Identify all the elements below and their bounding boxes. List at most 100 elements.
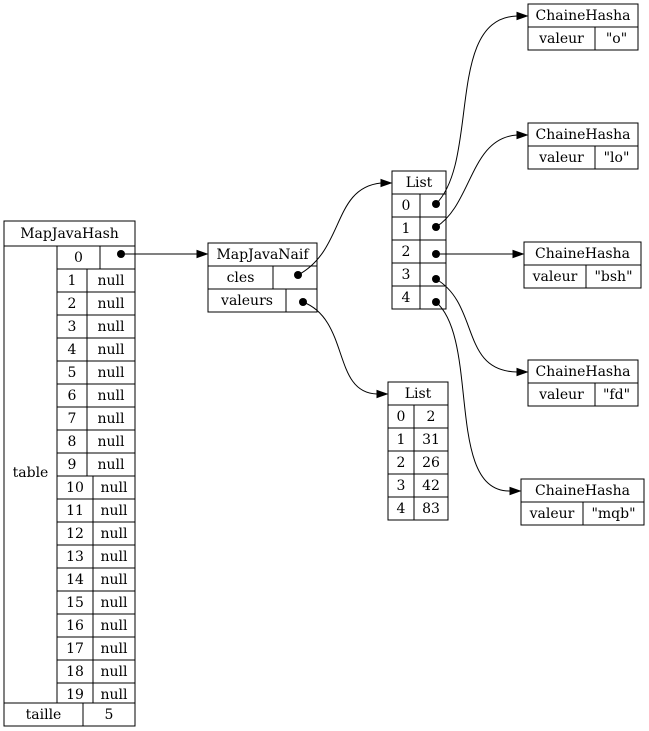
table-value: null	[101, 549, 129, 565]
chaine-label: valeur	[532, 269, 578, 285]
table-value: null	[98, 273, 126, 289]
keys-list-pointer-cell	[419, 285, 447, 310]
keys-list-title: List	[406, 175, 433, 191]
chaine-value-cell	[594, 382, 639, 407]
values-list-value: 42	[422, 478, 440, 494]
table-value: null	[98, 296, 126, 312]
table-value: null	[98, 388, 126, 404]
chaine-value: "o"	[606, 31, 627, 47]
chaine-hasha-title: ChaineHasha	[536, 364, 631, 380]
chaine-value-cell	[582, 501, 645, 526]
table-index: 12	[66, 526, 84, 542]
map-java-hash-title: MapJavaHash	[20, 226, 119, 242]
chaine-hasha-node: ChaineHasha valeur "mqb"	[520, 478, 645, 526]
values-list-value: 31	[422, 432, 440, 448]
taille-label: taille	[26, 707, 62, 723]
chaine-hasha-title: ChaineHasha	[535, 483, 630, 499]
table-index: 7	[68, 411, 77, 427]
chaine-label: valeur	[538, 150, 584, 166]
edge-key3-to-chaine-fd	[435, 278, 529, 377]
table-value: null	[98, 319, 126, 335]
edges	[121, 11, 529, 496]
edge-key1-to-chaine-lo	[435, 130, 529, 228]
table-index: 10	[66, 480, 84, 496]
values-list-title: List	[405, 386, 432, 402]
chaine-value: "fd"	[603, 387, 630, 403]
table-index: 4	[68, 342, 77, 358]
table-label-cell	[3, 245, 58, 704]
table-index: 8	[68, 434, 77, 450]
table-index: 16	[66, 618, 84, 634]
table-index: 5	[68, 365, 77, 381]
chaine-value: "lo"	[604, 150, 630, 166]
table-index: 17	[66, 641, 84, 657]
table-index: 6	[68, 388, 77, 404]
chaine-value: "mqb"	[591, 506, 635, 522]
values-list-value-cell	[413, 496, 449, 521]
keys-list-index: 2	[402, 244, 411, 260]
keys-list-index: 0	[402, 198, 411, 214]
keys-list-index: 4	[402, 290, 411, 306]
table-index: 9	[68, 457, 77, 473]
values-list-index: 3	[397, 478, 406, 494]
table-value: null	[98, 411, 126, 427]
table-value: null	[101, 618, 129, 634]
values-list-index: 4	[397, 501, 406, 517]
chaine-label: valeur	[529, 506, 575, 522]
table-index: 0	[74, 250, 83, 266]
table-index: 2	[68, 296, 77, 312]
table-index: 18	[66, 664, 84, 680]
table-label: table	[13, 465, 49, 481]
table-value: null	[98, 365, 126, 381]
keys-list-node: List 0 1 2 3 4	[391, 170, 447, 310]
values-list-value: 83	[422, 501, 440, 517]
values-list-value: 2	[427, 409, 436, 425]
table-index: 19	[66, 687, 84, 703]
values-list-index: 1	[397, 432, 406, 448]
keys-list-rows: 0 1 2 3 4	[391, 193, 447, 310]
table-index: 1	[68, 273, 77, 289]
valeurs-label: valeurs	[220, 293, 273, 309]
edge-valeurs-to-values-list	[302, 301, 389, 399]
table-index: 13	[66, 549, 84, 565]
table-value: null	[101, 572, 129, 588]
table-value-cell	[99, 245, 136, 270]
taille-value: 5	[105, 707, 114, 723]
keys-list-index: 1	[402, 221, 411, 237]
table-index: 14	[66, 572, 84, 588]
chaine-value-cell	[594, 26, 639, 51]
chaine-label: valeur	[538, 31, 584, 47]
table-value: null	[101, 687, 129, 703]
keys-list-index: 3	[402, 267, 411, 283]
table-value: null	[101, 480, 129, 496]
values-list-index: 2	[397, 455, 406, 471]
edge-key2-to-chaine-bsh	[436, 249, 525, 259]
chaine-value-cell	[585, 264, 642, 289]
taille-value-cell	[82, 702, 136, 727]
table-value: null	[101, 595, 129, 611]
table-value: null	[101, 664, 129, 680]
table-value: null	[101, 641, 129, 657]
edge-cles-to-keys-list	[297, 178, 393, 276]
map-java-naif-title: MapJavaNaif	[216, 247, 310, 263]
cles-label: cles	[227, 270, 255, 286]
table-index: 15	[66, 595, 84, 611]
values-list-value: 26	[422, 455, 440, 471]
map-java-naif-node: MapJavaNaif cles valeurs	[207, 242, 318, 313]
map-java-hash-header	[3, 220, 136, 247]
table-value: null	[98, 434, 126, 450]
chaine-hasha-node: ChaineHasha valeur "o"	[527, 3, 639, 51]
chaine-value-cell	[594, 145, 639, 170]
chaine-hasha-title: ChaineHasha	[535, 246, 630, 262]
chaine-hasha-title: ChaineHasha	[536, 8, 631, 24]
table-value: null	[98, 342, 126, 358]
table-value: null	[101, 526, 129, 542]
edge-key0-to-chaine-o	[435, 11, 529, 205]
